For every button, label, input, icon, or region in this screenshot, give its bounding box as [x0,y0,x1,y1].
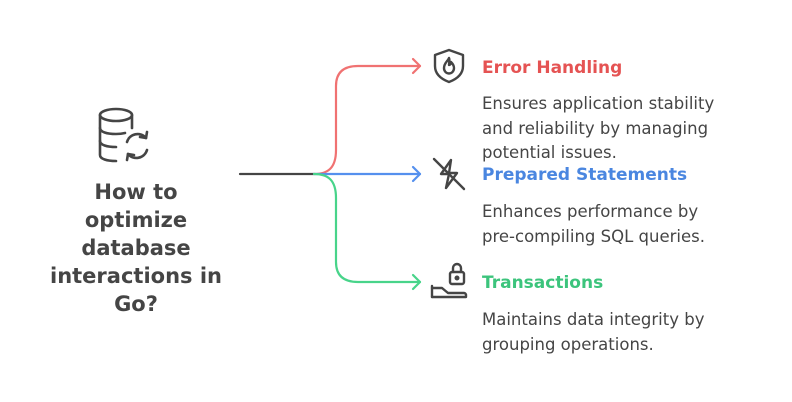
database-sync-icon [98,107,149,163]
description-line: grouping operations. [482,334,654,354]
central-topic-line: How to [94,180,178,204]
description-line: Ensures application stability [482,94,715,113]
hand-lock-icon [430,262,468,299]
arrowhead-prepared-statements [411,165,422,183]
shield-fire-icon [433,48,465,84]
central-topic-line: interactions in [50,264,222,288]
central-topic-line: optimize [84,208,188,232]
central-topic-line: database [81,236,191,260]
arrowhead-transactions [411,273,422,291]
lightning-off-icon [432,157,466,191]
central-topic: How to optimize database interactions in… [20,178,252,318]
branch-title-error-handling: Error Handling [482,58,623,78]
branch-title-prepared-statements: Prepared Statements [482,165,688,185]
branch-description-transactions: Maintains data integrity by grouping ope… [482,308,704,357]
connector-transactions [312,172,422,284]
description-line: Enhances performance by [482,202,699,221]
branch-description-error-handling: Ensures application stability and reliab… [482,92,714,166]
description-line: pre-compiling SQL queries. [482,226,705,246]
description-line: Maintains data integrity by [482,310,705,329]
branch-title-transactions: Transactions [482,273,604,293]
arrowhead-error-handling [411,57,422,75]
description-line: potential issues. [482,143,617,162]
description-line: and reliability by managing [482,118,709,138]
connector-error-handling [312,64,422,176]
central-topic-line: Go? [114,292,158,316]
branch-description-prepared-statements: Enhances performance by pre-compiling SQ… [482,200,705,249]
